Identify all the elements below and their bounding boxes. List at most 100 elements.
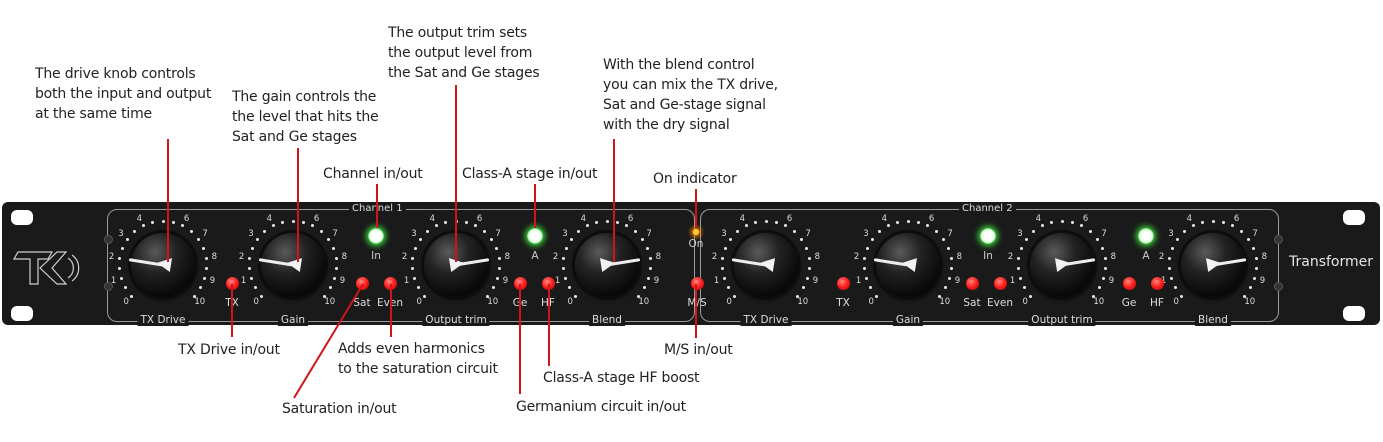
scale-tick: [413, 246, 417, 250]
scale-number: 7: [805, 229, 811, 240]
scale-number: 1: [855, 276, 862, 287]
scale-tick: [118, 256, 122, 260]
scale-number: 6: [627, 213, 634, 224]
scale-number: 10: [1093, 296, 1105, 307]
knob-blend[interactable]: [575, 233, 641, 297]
scale-tick: [595, 220, 599, 224]
scale-tick: [1040, 224, 1044, 228]
scale-tick: [1169, 277, 1173, 281]
jack-socket[interactable]: [1273, 281, 1283, 291]
jack-socket[interactable]: [103, 234, 113, 244]
scale-tick: [937, 294, 941, 298]
scale-tick: [1022, 286, 1026, 290]
scale-tick: [464, 220, 468, 224]
scale-tick: [192, 294, 196, 298]
scale-tick: [495, 246, 499, 250]
scale-tick: [634, 230, 638, 234]
scale-tick: [1018, 277, 1022, 281]
scale-tick: [721, 256, 725, 260]
button-even[interactable]: [383, 276, 397, 290]
scale-number: 10: [324, 296, 336, 307]
scale-tick: [948, 277, 952, 281]
scale-tick: [1098, 286, 1102, 290]
scale-tick: [567, 286, 571, 290]
scale-tick: [807, 256, 811, 260]
scale-tick: [434, 224, 438, 228]
scale-tick: [1016, 266, 1020, 270]
knob-label: TX Drive: [740, 314, 792, 326]
scale-number: 8: [655, 251, 662, 262]
scale-tick: [498, 266, 502, 270]
button-hf[interactable]: [1150, 276, 1164, 290]
scale-tick: [646, 246, 650, 250]
scale-tick: [1175, 237, 1179, 241]
scale-tick: [1060, 219, 1064, 223]
annotation-germanium: Germanium circuit in/out: [516, 399, 686, 415]
scale-tick: [253, 286, 257, 290]
button-label: TX: [836, 297, 850, 309]
button-tx[interactable]: [225, 276, 239, 290]
scale-tick: [322, 294, 326, 298]
scale-number: 2: [1007, 251, 1014, 262]
knob-output-trim[interactable]: [1030, 233, 1096, 297]
button-ms[interactable]: [690, 276, 704, 290]
jack-socket[interactable]: [1273, 234, 1283, 244]
button-sat[interactable]: [355, 276, 369, 290]
scale-tick: [726, 286, 730, 290]
scale-tick: [120, 246, 124, 250]
scale-tick: [864, 277, 868, 281]
scale-tick: [1104, 266, 1108, 270]
scale-number: 0: [726, 296, 732, 307]
led-label: In: [983, 250, 993, 262]
knob-tx-drive[interactable]: [128, 233, 195, 297]
annotation-saturation: Saturation in/out: [282, 401, 397, 417]
scale-tick: [334, 256, 338, 260]
scale-number: 1: [713, 276, 720, 287]
scale-tick: [949, 256, 953, 260]
knob-gain[interactable]: [873, 233, 940, 297]
button-even[interactable]: [993, 276, 1007, 290]
scale-number: 8: [504, 251, 511, 262]
scale-number: 3: [411, 229, 417, 240]
scale-tick: [262, 230, 266, 234]
scale-tick: [805, 246, 809, 250]
scale-number: 10: [194, 296, 206, 307]
scale-number: 2: [108, 251, 115, 262]
scale-number: 2: [711, 251, 718, 262]
knob-gain[interactable]: [258, 233, 325, 297]
scale-number: 9: [1259, 276, 1266, 287]
scale-tick: [250, 246, 254, 250]
scale-number: 7: [947, 229, 953, 240]
scale-tick: [311, 224, 315, 228]
scale-tick: [564, 246, 568, 250]
scale-tick: [171, 220, 175, 224]
jack-socket[interactable]: [103, 281, 113, 291]
button-ge[interactable]: [1122, 276, 1136, 290]
scale-tick: [327, 237, 331, 241]
scale-number: 6: [476, 213, 483, 224]
button-hf[interactable]: [541, 276, 555, 290]
scale-tick: [950, 266, 954, 270]
scale-tick: [1080, 224, 1084, 228]
annotation-output-trim: The output trim sets the output level fr…: [388, 25, 540, 81]
scale-tick: [926, 224, 930, 228]
scale-tick: [754, 220, 758, 224]
scale-number: 4: [1186, 213, 1193, 224]
button-label: Sat: [963, 297, 981, 309]
scale-number: 2: [401, 251, 408, 262]
knob-blend[interactable]: [1181, 233, 1247, 297]
scale-tick: [1255, 266, 1259, 270]
scale-tick: [1254, 256, 1258, 260]
button-ge[interactable]: [513, 276, 527, 290]
button-tx[interactable]: [836, 276, 850, 290]
scale-number: 0: [1173, 296, 1179, 307]
knob-tx-drive[interactable]: [731, 233, 798, 297]
scale-tick: [875, 294, 879, 298]
scale-number: 0: [416, 296, 422, 307]
led-a: [1138, 228, 1154, 244]
button-sat[interactable]: [965, 276, 979, 290]
tk-logo-icon: [12, 251, 80, 285]
scale-tick: [1103, 256, 1107, 260]
scale-tick: [281, 220, 285, 224]
scale-tick: [561, 266, 565, 270]
